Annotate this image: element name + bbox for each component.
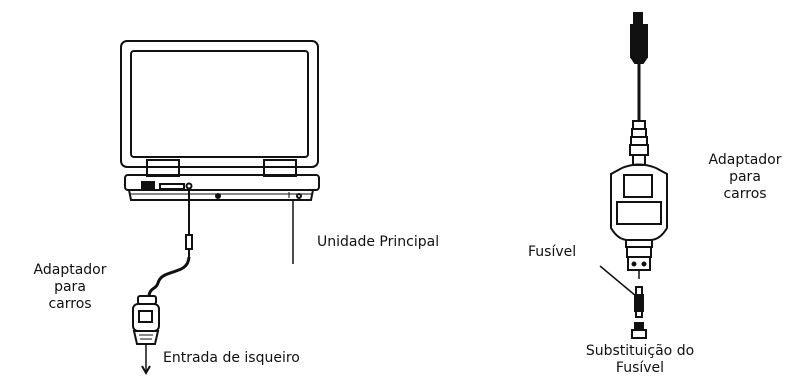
fuse-replacement-label: Substituição do Fusível [570,343,710,377]
right-car-adapter-label-line3: carros [723,186,767,202]
fuse-label: Fusível [528,244,577,260]
fuse-replacement-label-line2: Fusível [615,360,665,376]
lighter-input-label: Entrada de isqueiro [163,350,300,366]
left-car-adapter-label-line2: para [54,279,86,295]
right-car-adapter-illustration [599,12,668,339]
portable-player-illustration [120,40,320,201]
left-adapter-cable [147,190,193,297]
right-car-adapter-label-line1: Adaptador [708,152,782,168]
right-car-adapter-label: Adaptador para carros [700,152,790,203]
left-car-adapter-label: Adaptador para carros [22,262,118,313]
left-car-adapter-label-line1: Adaptador [33,262,107,278]
main-unit-label: Unidade Principal [317,234,440,250]
left-car-adapter-label-line3: carros [48,296,92,312]
fuse-replacement-label-line1: Substituição do [585,343,695,359]
right-car-adapter-label-line2: para [729,169,761,185]
left-car-adapter-illustration [132,295,160,376]
